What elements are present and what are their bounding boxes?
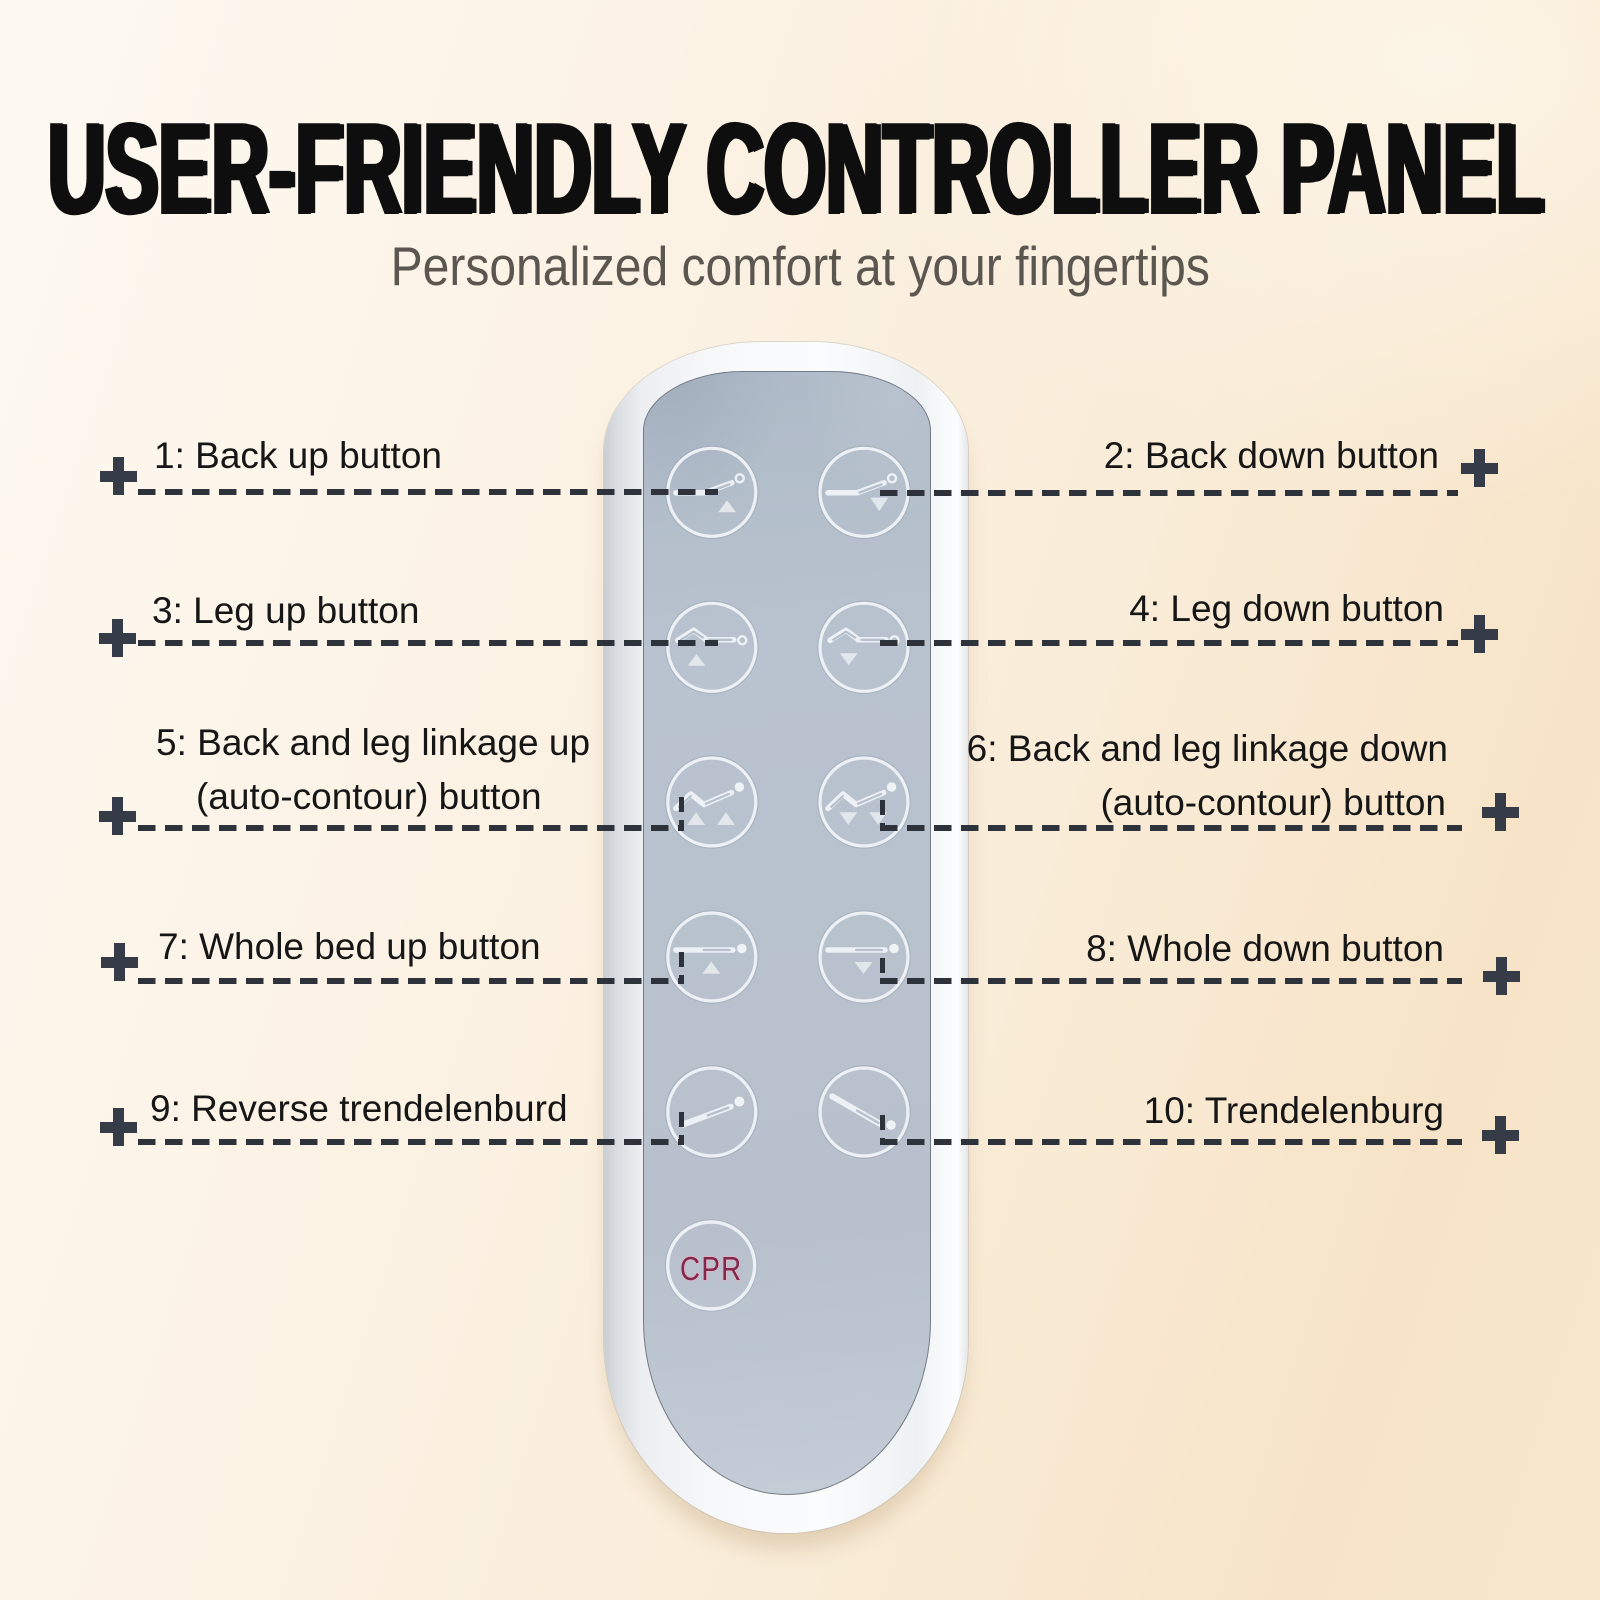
svg-text:CPR: CPR [680,1251,742,1288]
